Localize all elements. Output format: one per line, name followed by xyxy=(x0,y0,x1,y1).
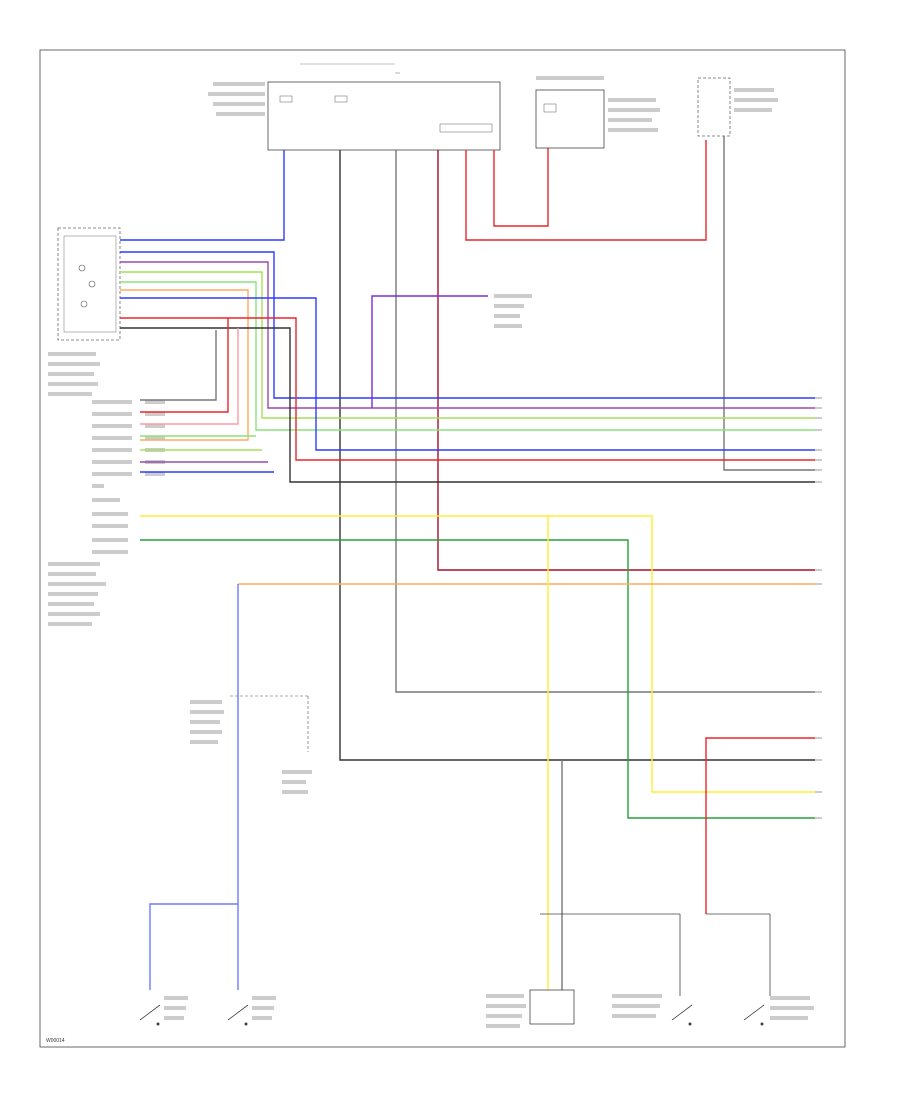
wire-red-fuse-a xyxy=(465,140,707,241)
wire-grey-fuse-2 xyxy=(395,150,815,693)
wire-black-run xyxy=(120,327,815,483)
ecm-pin-rows xyxy=(92,400,165,554)
switch-bottom-right-1 xyxy=(612,994,693,1026)
wire-purple-tap xyxy=(371,295,488,408)
splice-label-2 xyxy=(494,304,524,308)
wire-green-mid xyxy=(140,539,815,819)
switch-top-right xyxy=(697,77,778,137)
wire-red-fuse-b xyxy=(493,148,549,227)
wire-red-ecm xyxy=(140,318,229,413)
splice-label xyxy=(494,294,532,298)
sensor-mid-left xyxy=(190,695,312,794)
wire-black-fuse-1 xyxy=(339,150,815,761)
switch-bottom-right-2 xyxy=(706,913,814,1026)
ecm-connector-top xyxy=(57,227,121,341)
fuse-box-top-label xyxy=(208,82,265,116)
splice-label-4 xyxy=(494,324,522,328)
ecm-connector-top-label xyxy=(48,352,100,396)
wire-violet-run xyxy=(120,261,815,409)
wire-red-run xyxy=(120,317,815,461)
splice-label-3 xyxy=(494,314,520,318)
wire-light-green-run xyxy=(120,281,815,431)
wire-blue-top xyxy=(120,150,285,241)
fuse-box-top xyxy=(267,63,501,151)
wire-yellow-green-run xyxy=(120,271,815,419)
wire-grey-top-right xyxy=(723,136,815,471)
wire-yellow-mid xyxy=(140,515,815,793)
relay-box-top xyxy=(535,76,660,149)
wire-orange-run xyxy=(120,289,249,441)
wire-dark-red-fuse xyxy=(437,150,815,571)
wire-red-right xyxy=(705,737,815,914)
ecm-label xyxy=(48,562,106,626)
wire-grey-ecm xyxy=(140,330,217,401)
wire-blue-run-2 xyxy=(120,297,815,451)
wire-blue-down xyxy=(149,584,239,990)
sensor-bottom-center xyxy=(486,913,681,1028)
wire-pink-ecm xyxy=(140,328,239,425)
switch-bottom-left-1 xyxy=(139,996,188,1026)
wire-blue-run xyxy=(120,251,815,399)
switch-bottom-left-2 xyxy=(227,996,276,1026)
right-terminals xyxy=(815,397,822,819)
diagram-frame xyxy=(39,49,846,1048)
figure-id: W00014 xyxy=(46,1038,65,1044)
